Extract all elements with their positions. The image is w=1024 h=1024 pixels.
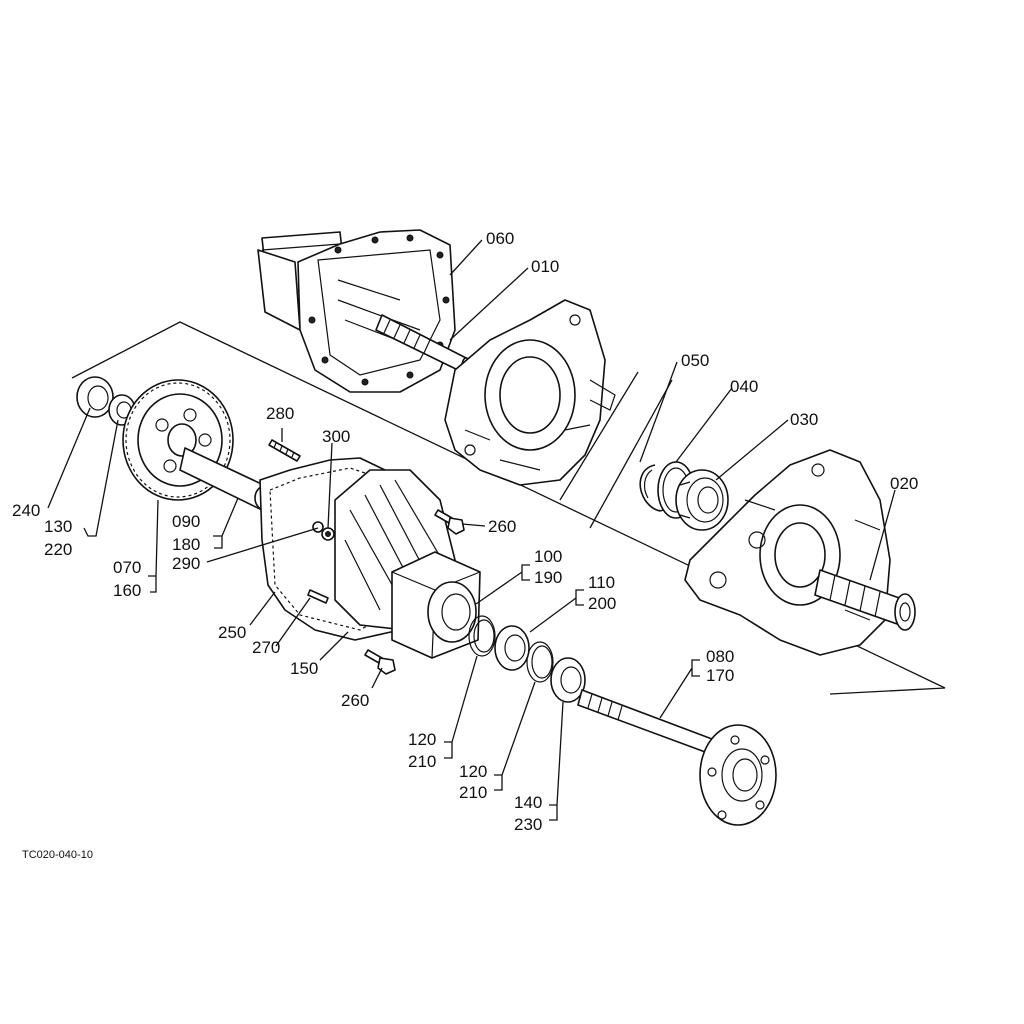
callout-080: 080 (706, 647, 734, 666)
figure-code: TC020-040-10 (22, 849, 93, 861)
callout-200: 200 (588, 594, 616, 613)
part-140-bearing (550, 657, 586, 703)
callout-300: 300 (322, 427, 350, 446)
callout-210-b: 210 (459, 783, 487, 802)
callout-210-a: 210 (408, 752, 436, 771)
callout-010: 010 (531, 257, 559, 276)
callout-190: 190 (534, 568, 562, 587)
callout-220: 220 (44, 540, 72, 559)
callout-110: 110 (588, 573, 615, 592)
part-080-output-shaft (577, 689, 777, 826)
callout-060: 060 (486, 229, 514, 248)
part-110-bearing (494, 625, 530, 671)
leader-lines (47, 239, 896, 821)
callout-040: 040 (730, 377, 758, 396)
callout-250: 250 (218, 623, 246, 642)
callout-030: 030 (790, 410, 818, 429)
part-300-nut (321, 527, 335, 541)
assembly-boundary (71, 321, 946, 695)
part-120-snap-ring-b (526, 641, 554, 683)
callout-280: 280 (266, 404, 294, 423)
callout-170: 170 (706, 666, 734, 685)
callout-230: 230 (514, 815, 542, 834)
part-120-snap-ring-a (468, 615, 496, 657)
part-260-bolt-lower (364, 649, 396, 675)
part-290-washer (312, 521, 324, 533)
callout-120-b: 120 (459, 762, 487, 781)
part-060-housing (257, 229, 456, 393)
part-030-bearing (675, 469, 729, 531)
callout-020: 020 (890, 474, 918, 493)
callout-070: 070 (113, 558, 141, 577)
callout-labels: 060 010 050 040 030 020 280 300 260 240 … (12, 229, 918, 834)
callout-090: 090 (172, 512, 200, 531)
callout-260-upper: 260 (488, 517, 516, 536)
part-260-bolt-upper (434, 509, 465, 535)
callout-240: 240 (12, 501, 40, 520)
callout-150: 150 (290, 659, 318, 678)
part-280-stud (268, 439, 301, 462)
callout-120-a: 120 (408, 730, 436, 749)
callout-100: 100 (534, 547, 562, 566)
callout-290: 290 (172, 554, 200, 573)
callout-160: 160 (113, 581, 141, 600)
part-100-bearing-housing (391, 551, 481, 659)
center-case (444, 299, 616, 486)
callout-140: 140 (514, 793, 542, 812)
part-240-bearing (76, 376, 114, 418)
callout-270: 270 (252, 638, 280, 657)
callout-180: 180 (172, 535, 200, 554)
callout-130: 130 (44, 517, 72, 536)
part-270-pin (307, 589, 329, 604)
callout-260-lower: 260 (341, 691, 369, 710)
part-050-snap-ring (639, 464, 664, 512)
part-020-case (684, 449, 916, 656)
callout-050: 050 (681, 351, 709, 370)
